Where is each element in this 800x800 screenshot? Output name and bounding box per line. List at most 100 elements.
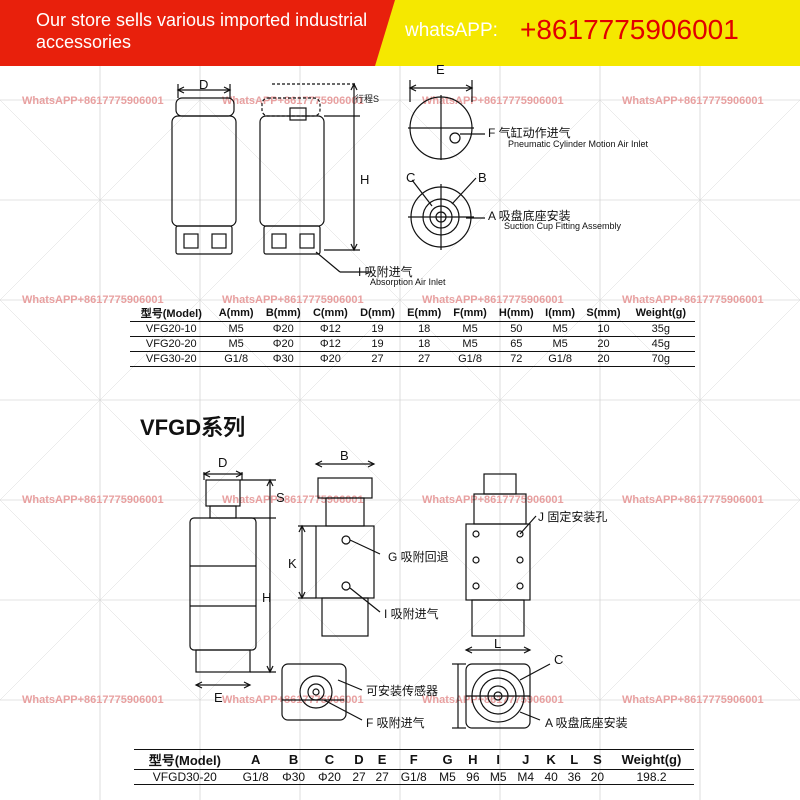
table-header-cell: A <box>250 752 261 767</box>
dim-label-k: K <box>288 556 297 571</box>
table-cell: 50 <box>510 323 523 335</box>
callout-g: G 吸附回退 <box>388 550 449 564</box>
vfgd-bottom-view <box>452 646 551 729</box>
table-cell: 27 <box>375 770 389 784</box>
table-header-cell: Weight(g) <box>621 752 682 767</box>
table-cell: M5 <box>552 338 568 350</box>
table-cell: M5 <box>228 338 244 350</box>
table-cell: VFGD30-20 <box>152 770 217 784</box>
phone-number: +8617775906001 <box>520 14 739 45</box>
table-cell: 19 <box>371 323 384 335</box>
table-cell: 36 <box>567 770 581 784</box>
watermark-text: WhatsAPP+8617775906001 <box>622 95 764 107</box>
vfgd-front-view <box>189 470 276 689</box>
table-header-cell: F(mm) <box>453 307 487 319</box>
table-cell: Φ20 <box>319 353 341 365</box>
dim-label-b: B <box>340 448 349 463</box>
table-header-cell: Weight(g) <box>635 307 687 319</box>
table-header-cell: H <box>468 752 478 767</box>
table-cell: G1/8 <box>224 353 249 365</box>
callout-a: A 吸盘底座安装 <box>545 716 628 730</box>
watermark-text: WhatsAPP+8617775906001 <box>22 95 164 107</box>
table-cell: G1/8 <box>400 770 427 784</box>
vfgd-rear-view <box>465 473 537 637</box>
table-header-cell: S <box>593 752 602 767</box>
table-header-cell: B <box>288 752 299 767</box>
dim-label-d: D <box>199 77 209 92</box>
watermark-text: WhatsAPP+8617775906001 <box>22 694 164 706</box>
table-cell: M5 <box>439 770 456 784</box>
watermark-text: WhatsAPP+8617775906001 <box>422 294 564 306</box>
table-cell: 20 <box>597 353 610 365</box>
table-cell: 20 <box>597 338 610 350</box>
vfgd-side-view <box>298 460 381 637</box>
watermark-text: WhatsAPP+8617775906001 <box>22 494 164 506</box>
table-cell: VFG20-20 <box>145 338 197 350</box>
callout-f: F 吸附进气 <box>366 716 425 730</box>
table-header-cell: D(mm) <box>360 307 395 319</box>
callout-sensor: 可安装传感器 <box>366 684 439 698</box>
table-cell: 27 <box>418 353 431 365</box>
table-cell: 27 <box>371 353 384 365</box>
store-text: Our store sells various imported industr… <box>36 10 368 52</box>
dim-label-stroke: 行程S <box>355 94 380 104</box>
table-cell: Φ20 <box>272 338 294 350</box>
callout-a-en: Suction Cup Fitting Assembly <box>504 221 622 231</box>
table-cell: M5 <box>462 338 478 350</box>
table-cell: 20 <box>590 770 605 784</box>
table-header-cell: I(mm) <box>545 307 576 319</box>
dim-label-d: D <box>218 455 228 470</box>
table-cell: Φ20 <box>272 323 294 335</box>
watermark-text: WhatsAPP+8617775906001 <box>422 694 564 706</box>
table-cell: VFG20-10 <box>145 323 197 335</box>
header-banner: Our store sells various imported industr… <box>0 0 800 66</box>
dim-label-c: C <box>554 652 564 667</box>
table-cell: 18 <box>418 338 431 350</box>
table-header-cell: C <box>324 752 335 767</box>
table-header-cell: D <box>354 752 364 767</box>
table-cell: M5 <box>552 323 568 335</box>
table-cell: M5 <box>462 323 478 335</box>
table-header-cell: J <box>522 752 530 767</box>
table-cell: Φ30 <box>282 770 306 784</box>
table-cell: 65 <box>510 338 523 350</box>
dim-label-h: H <box>360 172 370 187</box>
table-cell: 40 <box>544 770 558 784</box>
table-cell: Φ12 <box>319 338 341 350</box>
watermark-text: WhatsAPP+8617775906001 <box>422 95 564 107</box>
table-cell: M5 <box>489 770 507 784</box>
table-cell: 72 <box>510 353 523 365</box>
dim-label-h: H <box>262 590 272 605</box>
watermark-text: WhatsAPP+8617775906001 <box>422 494 564 506</box>
table-header-cell: 型号(Model) <box>140 308 202 320</box>
table-header-row: 型号(Model) A B C D E F G H I J K L S Weig… <box>134 749 694 770</box>
banner-background <box>0 0 800 66</box>
callout-i-en: Absorption Air Inlet <box>370 277 446 287</box>
watermark-text: WhatsAPP+8617775906001 <box>222 494 364 506</box>
table-header-cell: I <box>496 752 501 767</box>
dim-label-e: E <box>436 62 445 77</box>
callout-a-cn: A 吸盘底座安装 <box>488 209 571 223</box>
table-cell: M4 <box>517 770 535 784</box>
table-row: VFGD30-20 G1/8 Φ30 Φ20 27 27 G1/8 M5 96 … <box>134 770 694 785</box>
table-cell: 96 <box>466 770 480 784</box>
table-header-cell: E(mm) <box>407 307 442 319</box>
table-header-cell: F <box>409 752 418 767</box>
watermark-text: WhatsAPP+8617775906001 <box>622 294 764 306</box>
table-cell: 70g <box>651 353 670 365</box>
callout-i: I 吸附进气 <box>384 607 439 621</box>
callout-f-cn: F 气缸动作进气 <box>488 126 571 140</box>
table-cell: 35g <box>651 323 670 335</box>
table-cell: Φ20 <box>318 770 341 784</box>
table-cell: G1/8 <box>548 353 573 365</box>
callout-i-cn: I 吸附进气 <box>358 265 413 279</box>
table-cell: 27 <box>352 770 366 784</box>
dim-label-c: C <box>406 170 416 185</box>
table-header-cell: S(mm) <box>586 307 621 319</box>
table-cell: Φ30 <box>272 353 294 365</box>
callout-j: J 固定安装孔 <box>538 510 608 524</box>
dim-label-e: E <box>214 690 223 705</box>
whatsapp-label: whatsAPP: <box>405 20 498 41</box>
table-cell: 10 <box>597 323 610 335</box>
